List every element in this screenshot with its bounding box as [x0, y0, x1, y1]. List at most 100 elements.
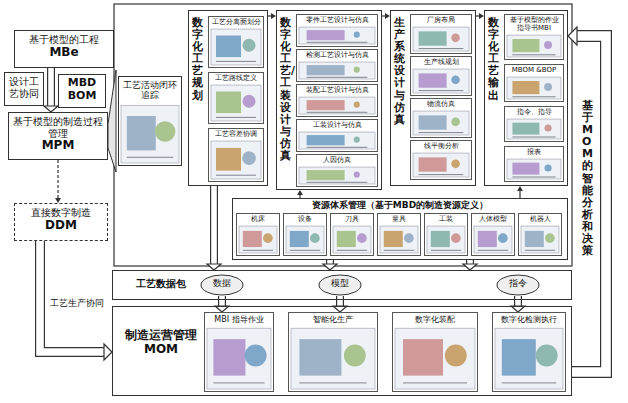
hollow-arrow-outline	[47, 68, 55, 106]
thumbnail-shape	[419, 157, 447, 171]
thumbnail-shape	[512, 81, 539, 94]
thumbnail-line	[512, 177, 555, 178]
box-text: 厂房布局	[413, 16, 469, 24]
resource-box: 资源体系管理（基于MBD的制造资源定义）机床设备刀具量具工装人体模型机器人	[232, 198, 568, 260]
connector	[333, 296, 347, 312]
ellipse-outline	[319, 275, 361, 295]
thumbnail-line	[216, 175, 256, 176]
text-group: 机床	[237, 214, 279, 224]
text-group: 基于模型的作业指导书MBI	[505, 15, 563, 33]
thumbnail-shape	[245, 345, 267, 367]
package-ellipse: 数据	[200, 274, 244, 296]
thumbnail-shape	[544, 41, 552, 49]
thumbnail-line	[403, 382, 467, 383]
thumbnail-shape	[512, 123, 539, 135]
process-management-box: 基于模型的制造过程管理MPM	[8, 112, 108, 160]
box-text: 数字化检测执行	[495, 315, 563, 324]
box-text: MBI 指导作业	[207, 315, 271, 324]
thumbnail-picture	[507, 35, 561, 57]
box-text: 模型	[320, 278, 360, 288]
package-ellipse: 模型	[318, 274, 362, 296]
thumbnail-line	[502, 382, 556, 383]
thumbnail-line	[431, 250, 461, 251]
box-text: 工艺路线定义	[211, 74, 261, 82]
thumbnail-line	[307, 42, 368, 43]
thumbnail-line	[419, 48, 464, 49]
connector	[382, 13, 390, 19]
text-group: 数字化检测执行	[493, 313, 565, 326]
text-group: 基于模型的工程MBe	[15, 31, 113, 62]
connector	[463, 260, 477, 270]
step-box: 物流仿真	[410, 98, 472, 138]
thumbnail-frame	[380, 226, 418, 253]
box-text: 机床	[238, 215, 278, 223]
thumbnail-frame	[299, 167, 375, 184]
thumbnail-line	[419, 132, 464, 133]
thumbnail-frame	[299, 62, 375, 79]
thumbnail-shape	[354, 172, 360, 178]
thumbnail-frame	[413, 27, 469, 51]
text-group: 厂房布局	[411, 15, 471, 25]
thumbnail-picture	[299, 62, 375, 79]
hollow-arrow-fill	[211, 186, 217, 264]
column-title: 数字化工艺/工装设计与仿真	[280, 17, 291, 162]
thumbnail-picture	[299, 167, 375, 184]
hollow-arrow-outline	[40, 241, 104, 352]
tracking-box: 工艺活动闭环追踪	[118, 76, 182, 166]
thumbnail-frame	[413, 153, 469, 177]
collaboration-box: 设计工艺协同	[4, 72, 44, 106]
connector	[207, 186, 221, 270]
text-group: 指令	[496, 274, 540, 292]
thumbnail-shape	[384, 231, 403, 247]
text-group: 工装设计与仿真	[297, 120, 377, 130]
thumbnail-picture	[380, 226, 418, 253]
thumbnail-frame	[121, 106, 179, 163]
thumbnail-shape	[419, 31, 447, 45]
connector	[55, 160, 61, 203]
text-group: 数字化工艺输出	[488, 17, 499, 102]
thumbnail-line	[299, 382, 366, 383]
thumbnail-picture	[507, 159, 561, 179]
hollow-arrow-fill	[219, 296, 225, 306]
column-box: 生产系统设计与仿真厂房布局生产线规划物流仿真线平衡分析	[390, 10, 476, 186]
box-text: 刀具	[332, 215, 372, 223]
text-group: 机器人	[519, 214, 561, 224]
text-group: 检测工艺设计与仿真	[297, 50, 377, 60]
thumbnail-shape	[544, 124, 551, 131]
text-group: 线平衡分析	[411, 141, 471, 151]
hollow-arrow-outline	[514, 296, 522, 306]
thumbnail-shape	[310, 233, 320, 243]
text-group: 物流仿真	[411, 99, 471, 109]
thumbnail-picture	[286, 226, 324, 253]
box-text: 零件工艺设计与仿真	[299, 16, 375, 24]
thumbnail-shape	[451, 118, 460, 127]
hollow-arrow-fill	[48, 68, 54, 106]
thumbnail-shape	[216, 36, 241, 58]
step-box: 工装设计与仿真	[296, 119, 378, 152]
thumbnail-line	[213, 382, 264, 383]
column-title: 生产系统设计与仿真	[394, 17, 405, 126]
box-text: 制造运营管理	[119, 329, 203, 343]
thumbnail-line	[512, 137, 555, 138]
thumbnail-line	[525, 250, 555, 251]
arrowhead	[104, 344, 112, 360]
thumbnail-shape	[354, 32, 360, 38]
text-group: 数字化工艺/工装设计与仿真	[280, 17, 291, 162]
thumbnail-frame	[291, 328, 375, 389]
thumbnail-picture	[121, 106, 179, 163]
connector	[476, 13, 484, 19]
collaboration-label: 工艺生产协同	[50, 298, 114, 308]
box-text: 基于模型的制造过程管理	[12, 116, 104, 139]
thumbnail-shape	[498, 233, 508, 243]
box-text: 智能化生产	[291, 315, 375, 324]
ellipse-outline	[201, 275, 243, 295]
box-text: MPM	[12, 139, 104, 153]
thumbnail-frame	[299, 27, 375, 44]
operation-item: 智能化生产	[288, 312, 378, 392]
connector	[517, 186, 523, 198]
thumbnail-picture	[299, 97, 375, 114]
main-frame	[114, 4, 572, 266]
package-ellipse: 指令	[496, 274, 540, 296]
box-text: 指令、指导	[507, 108, 561, 116]
box-text: 直接数字制造	[18, 207, 104, 219]
